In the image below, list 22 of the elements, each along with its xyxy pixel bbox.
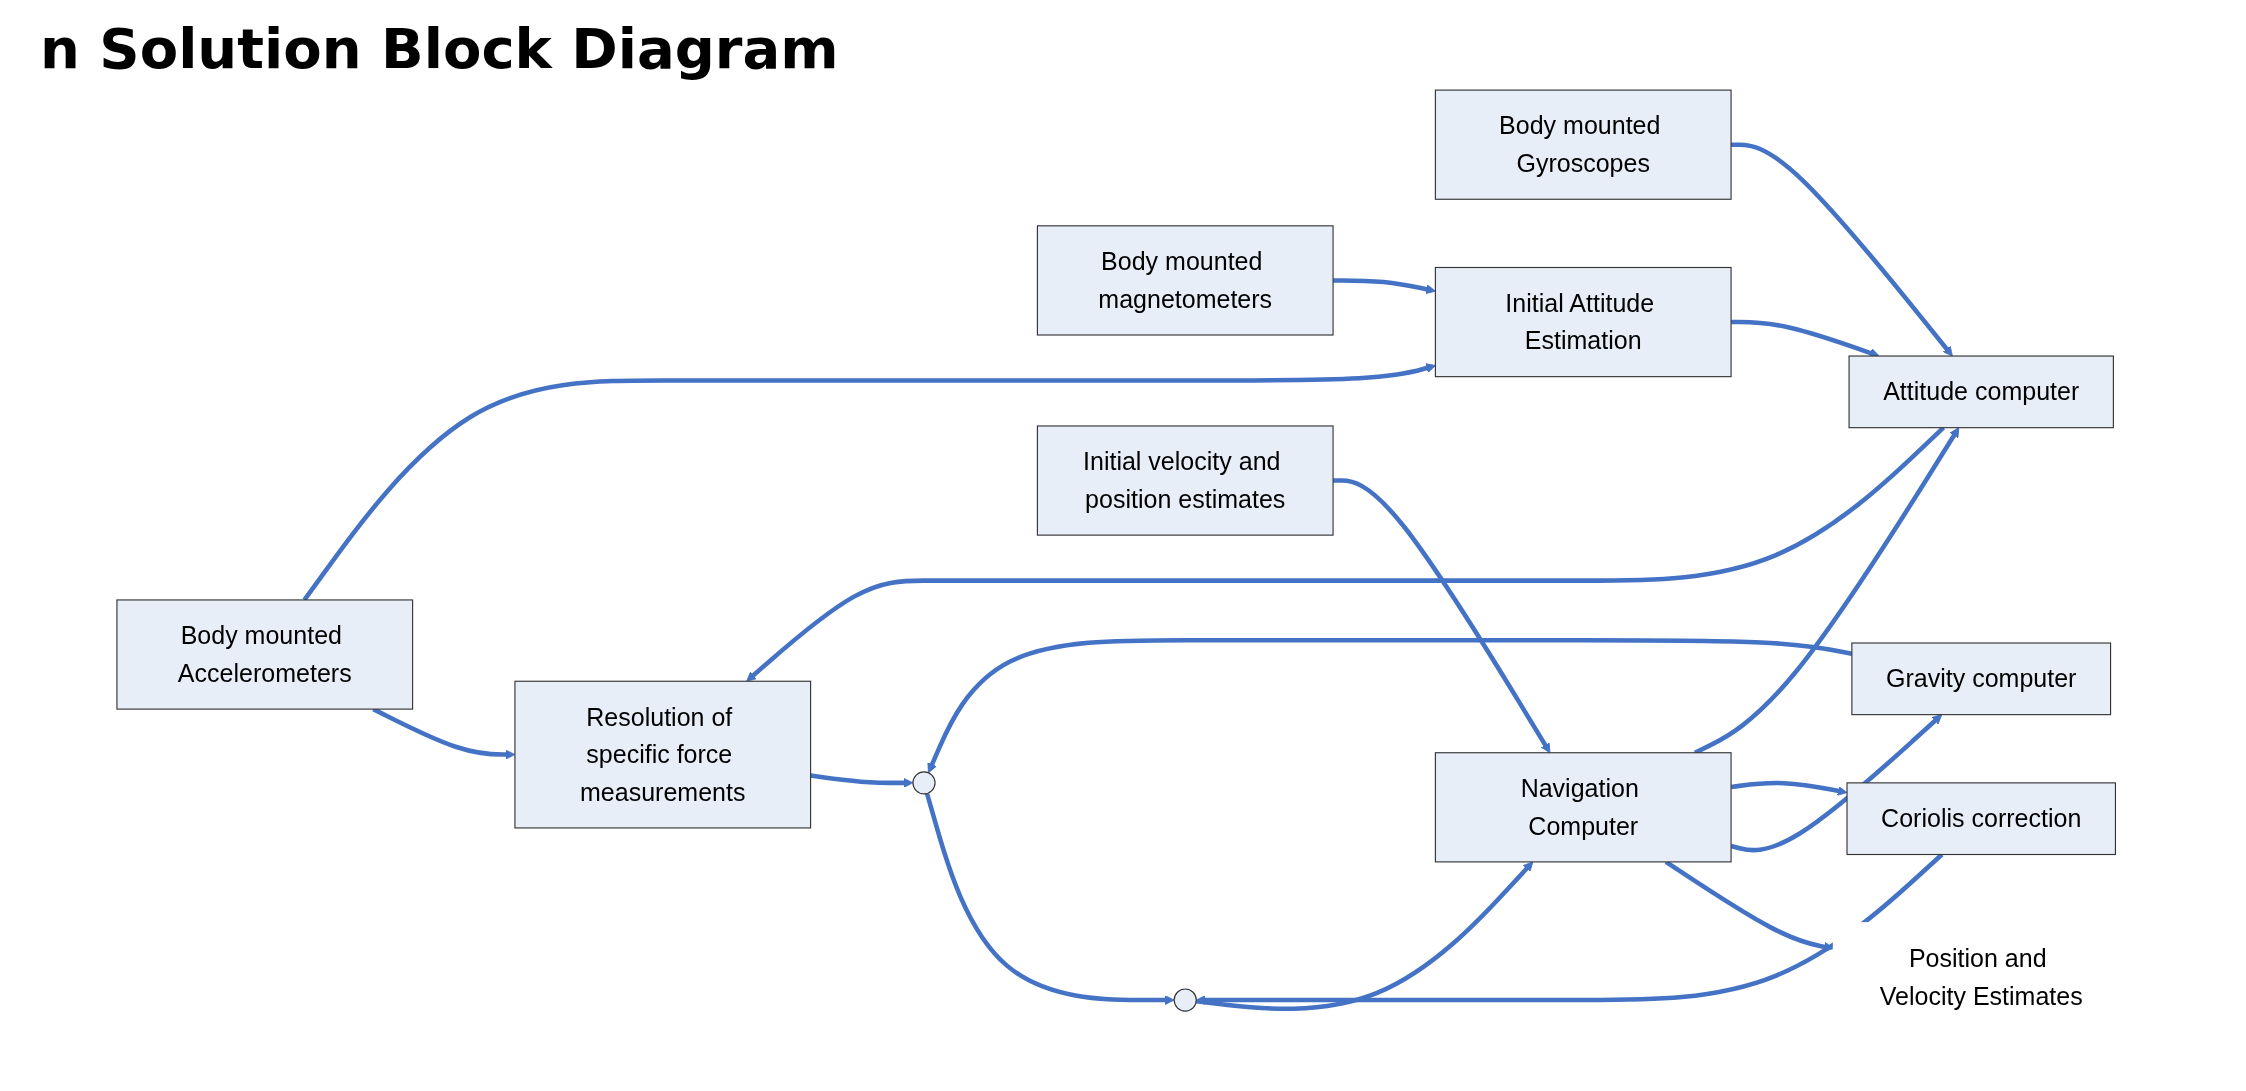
node-box: Navigation Computer	[1434, 752, 1732, 863]
node-box: Attitude computer	[1848, 355, 2114, 429]
arrow	[810, 773, 914, 788]
node-box: Coriolis correction	[1846, 782, 2116, 856]
arrow	[1333, 478, 1551, 754]
arrow	[1731, 319, 1880, 358]
node-box: Gravity computer	[1851, 642, 2112, 716]
arrow	[1664, 860, 1834, 952]
arrow	[1731, 142, 1953, 357]
node-box: Body mounted Accelerometers	[116, 599, 414, 710]
arrow	[746, 426, 1946, 682]
diagram-title: n Solution Block Diagram	[40, 16, 840, 81]
node-circle	[1173, 988, 1197, 1012]
node-box: Initial Attitude Estimation	[1434, 266, 1732, 378]
arrow	[1195, 861, 1534, 1012]
node-circle	[912, 771, 936, 795]
node-box: Body mounted magnetometers	[1036, 225, 1334, 336]
node-box: Initial velocity and position estimates	[1036, 425, 1334, 536]
node-box: Body mounted Gyroscopes	[1434, 89, 1732, 200]
arrow	[924, 792, 1175, 1006]
node-box: Resolution of specific force measurements	[514, 680, 812, 829]
arrow	[1333, 278, 1436, 295]
